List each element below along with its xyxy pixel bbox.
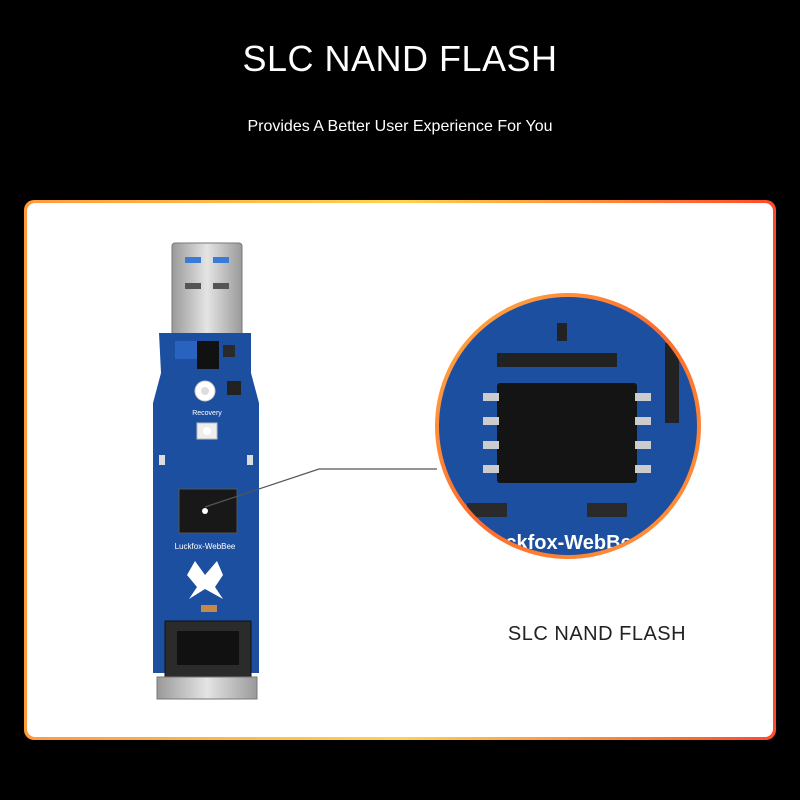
page-title: SLC NAND FLASH [242,38,558,79]
page-subtitle: Provides A Better User Experience For Yo… [247,118,553,135]
zoom-board-label: uckfox-WebBee [493,532,643,554]
zoom-detail: uckfox-WebBee [435,293,701,559]
product-card: Recovery Luckfox-WebBee [27,203,773,737]
ethernet-port [156,620,258,700]
product-frame: Recovery Luckfox-WebBee [24,200,776,740]
pcb-board: Recovery Luckfox-WebBee [153,333,259,673]
board-label: Luckfox-WebBee [175,542,236,551]
product-illustration: Recovery Luckfox-WebBee [153,242,701,700]
luckfox-logo [187,561,223,599]
callout-line [204,468,437,508]
recovery-label: Recovery [192,410,222,417]
callout-label: SLC NAND FLASH [507,623,687,645]
usb-connector [171,242,243,336]
